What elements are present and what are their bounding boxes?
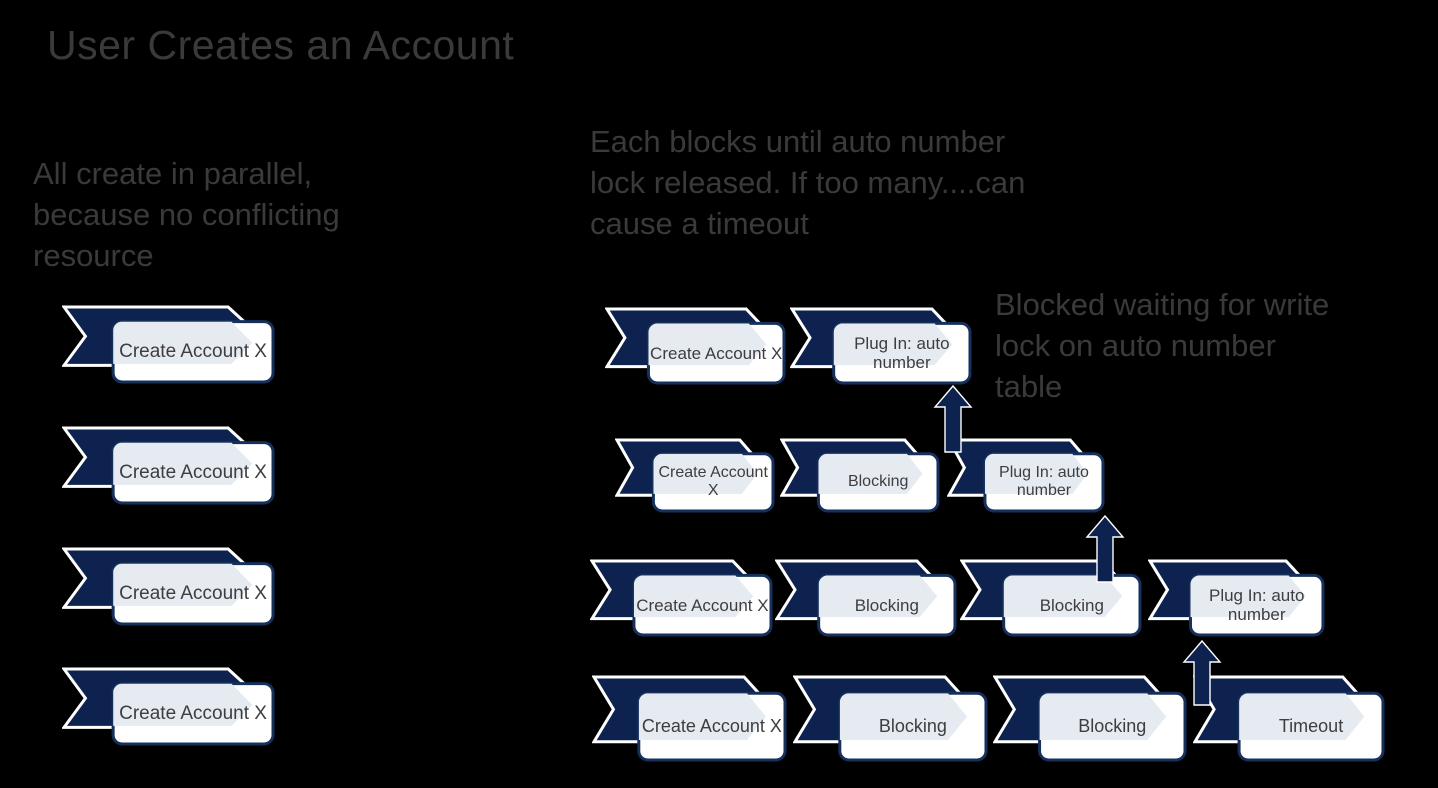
- step-label: Plug In: auto number: [999, 464, 1089, 500]
- note-line: lock released. If too many....can: [590, 165, 1026, 200]
- each-blocks-note: Each blocks until auto number lock relea…: [590, 121, 1025, 244]
- chevron-banner-shape: [993, 675, 1187, 762]
- step-create-account-x: Create Account X: [605, 307, 786, 385]
- chevron-banner-shape: [947, 438, 1105, 513]
- step-label: Blocking: [854, 595, 919, 615]
- step-label: Plug In: auto number: [1208, 585, 1305, 625]
- step-create-account-x: Create Account X: [592, 675, 787, 762]
- step-label: Plug In: auto number: [854, 333, 950, 373]
- chevron-banner-shape: [793, 675, 988, 762]
- step-label: Blocking: [1039, 595, 1104, 615]
- step-label: Blocking: [1078, 716, 1147, 737]
- chevron-banner-shape: [960, 559, 1142, 637]
- chevron-banner-shape: [790, 307, 972, 385]
- chevron-banner-shape: [615, 438, 775, 513]
- step-timeout: Timeout: [1193, 675, 1385, 762]
- step-blocking: Blocking: [993, 675, 1187, 762]
- chevron-banner-shape: [62, 426, 275, 505]
- step-label: Blocking: [878, 716, 947, 737]
- step-create-account-x: Create Account X: [615, 438, 775, 513]
- note-line: lock on auto number: [995, 328, 1276, 363]
- up-arrow-icon: [1085, 514, 1125, 583]
- step-label: Create Account X: [641, 716, 782, 737]
- slide-title: User Creates an Account: [47, 22, 515, 68]
- step-blocking: Blocking: [960, 559, 1142, 637]
- chevron-banner-shape: [1193, 675, 1385, 762]
- note-line: cause a timeout: [590, 206, 809, 241]
- chevron-banner-shape: [62, 305, 275, 384]
- step-blocking: Blocking: [793, 675, 988, 762]
- step-label: Create Account X: [658, 464, 768, 500]
- note-line: All create in parallel,: [33, 156, 313, 191]
- note-line: Each blocks until auto number: [590, 124, 1006, 159]
- step-label: Create Account X: [119, 462, 267, 484]
- chevron-banner-shape: [62, 667, 275, 746]
- note-line: Blocked waiting for write: [995, 287, 1330, 322]
- chevron-banner-shape: [775, 559, 957, 637]
- step-create-account-x: Create Account X: [62, 305, 275, 384]
- chevron-banner-shape: [590, 559, 773, 637]
- up-arrow-icon: [933, 384, 973, 453]
- chevron-banner-shape: [1148, 559, 1325, 637]
- note-line: table: [995, 369, 1063, 404]
- step-label: Create Account X: [636, 595, 769, 615]
- step-create-account-x: Create Account X: [62, 547, 275, 626]
- up-arrow-icon: [1182, 639, 1222, 706]
- step-label: Create Account X: [650, 343, 783, 363]
- blocked-waiting-note: Blocked waiting for write lock on auto n…: [995, 284, 1329, 407]
- step-create-account-x: Create Account X: [590, 559, 773, 637]
- step-create-account-x: Create Account X: [62, 426, 275, 505]
- step-create-account-x: Create Account X: [62, 667, 275, 746]
- step-blocking: Blocking: [775, 559, 957, 637]
- step-label: Create Account X: [119, 341, 267, 363]
- note-line: resource: [33, 238, 154, 273]
- step-label: Timeout: [1278, 716, 1344, 737]
- step-plug-in-auto-number: Plug In: auto number: [947, 438, 1105, 513]
- step-label: Create Account X: [119, 703, 267, 725]
- chevron-banner-shape: [62, 547, 275, 626]
- chevron-banner-shape: [605, 307, 786, 385]
- parallel-note: All create in parallel, because no confl…: [33, 153, 340, 276]
- chevron-banner-shape: [592, 675, 787, 762]
- note-line: because no conflicting: [33, 197, 340, 232]
- step-label: Blocking: [847, 473, 909, 491]
- chevron-banner-shape: [780, 438, 940, 513]
- step-plug-in-auto-number: Plug In: auto number: [790, 307, 972, 385]
- step-blocking: Blocking: [780, 438, 940, 513]
- step-label: Create Account X: [119, 583, 267, 605]
- step-plug-in-auto-number: Plug In: auto number: [1148, 559, 1325, 637]
